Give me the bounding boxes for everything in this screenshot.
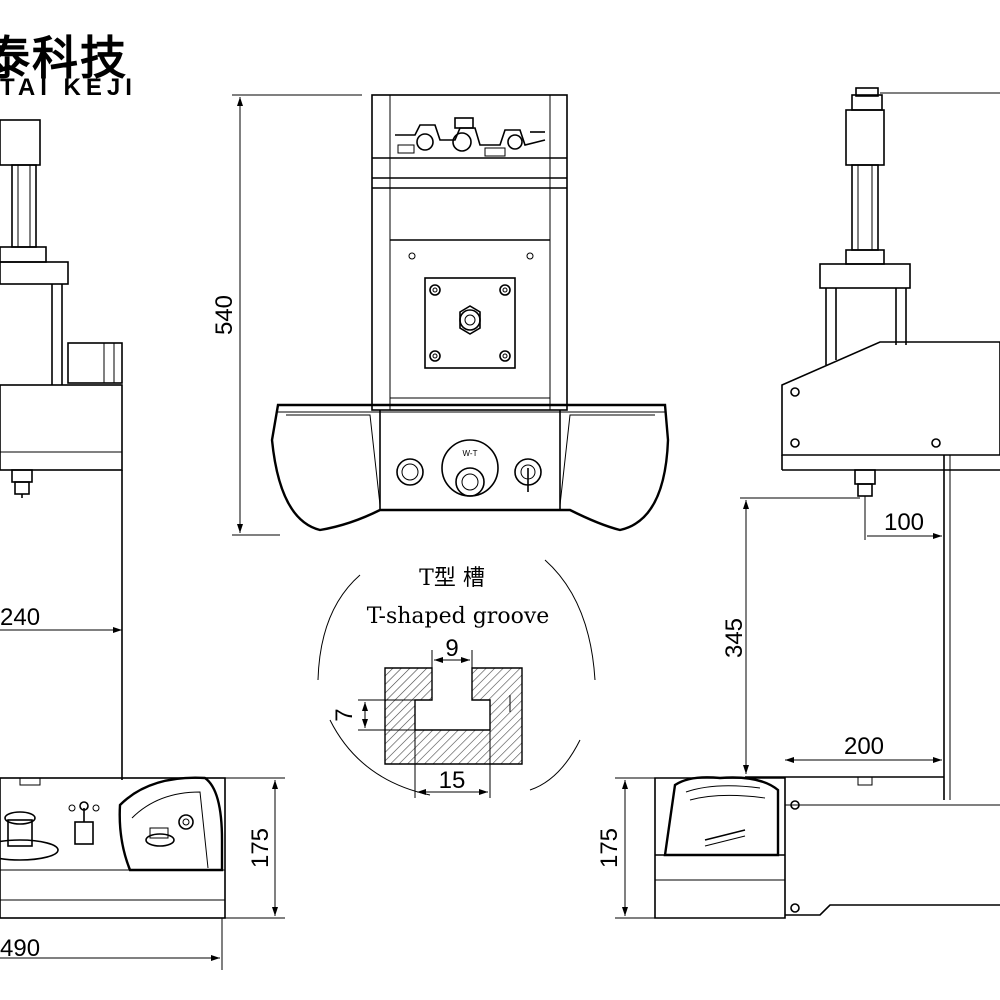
dim-175-right: 175 <box>596 828 623 868</box>
groove-title-en: T-shaped groove <box>367 604 550 629</box>
dim-490: 490 <box>0 935 40 962</box>
dim-345: 345 <box>721 618 748 658</box>
groove-dim-15: 15 <box>439 767 466 794</box>
brand-chinese-name: 泰科技 <box>0 31 128 85</box>
t-groove-detail <box>317 559 596 798</box>
groove-title-cn: T型 槽 <box>419 566 485 591</box>
dim-100: 100 <box>884 509 924 536</box>
dim-200: 200 <box>844 733 884 760</box>
brand-english-name: TAI KEJI <box>0 74 137 101</box>
dim-175-left: 175 <box>247 828 274 868</box>
left-side-view <box>0 119 285 970</box>
dim-240: 240 <box>0 604 40 631</box>
front-view <box>232 94 670 536</box>
console-badge: W-T <box>463 449 478 458</box>
groove-dim-9: 9 <box>445 635 458 662</box>
dim-540: 540 <box>211 295 238 335</box>
right-side-view <box>615 87 1000 919</box>
groove-dim-7: 7 <box>331 708 358 721</box>
